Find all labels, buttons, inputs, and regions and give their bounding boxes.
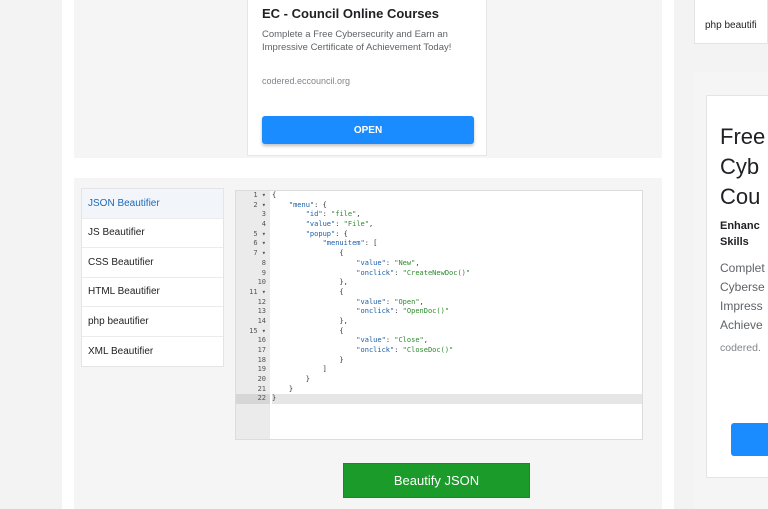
gutter-line-number: 13 <box>257 307 266 316</box>
gutter-line-number[interactable]: 7 ▾ <box>253 249 266 258</box>
right-ad-button[interactable] <box>731 423 768 456</box>
code-line[interactable]: }, <box>272 278 348 287</box>
right-php-beautifier-link[interactable]: php beautifi <box>705 20 757 31</box>
top-ad-url[interactable]: codered.eccouncil.org <box>262 76 351 86</box>
code-line[interactable]: "value": "Open", <box>356 297 424 306</box>
code-line[interactable]: "onclick": "OpenDoc()" <box>356 307 450 316</box>
sidebar-item-html-beautifier[interactable]: HTML Beautifier <box>82 278 223 307</box>
code-line[interactable]: "onclick": "CreateNewDoc()" <box>356 268 471 277</box>
right-ad-url[interactable]: codered. <box>720 342 761 354</box>
rc-desc-line: Achieve <box>720 318 763 332</box>
top-ad-title[interactable]: EC - Council Online Courses <box>262 6 439 21</box>
gutter-line-number[interactable]: 2 ▾ <box>253 200 266 209</box>
code-line[interactable]: "id": "file", <box>305 210 361 219</box>
sidebar-item-xml-beautifier[interactable]: XML Beautifier <box>88 345 154 357</box>
code-line[interactable]: { <box>272 191 277 199</box>
gutter-line-number[interactable]: 5 ▾ <box>253 229 266 238</box>
code-line[interactable]: { <box>272 249 344 258</box>
sidebar-item-json-beautifier[interactable]: JSON Beautifier <box>82 189 223 219</box>
gutter-line-number: 8 <box>261 258 266 267</box>
code-line[interactable]: "value": "New", <box>356 258 420 267</box>
gutter-line-number: 10 <box>257 278 266 287</box>
gutter-line-number: 19 <box>257 365 266 374</box>
gutter-line-number[interactable]: 1 ▾ <box>253 191 266 199</box>
gutter-line-number: 9 <box>261 268 266 277</box>
rc-desc-line: Complet <box>720 261 765 275</box>
code-line[interactable]: "value": "File", <box>305 220 374 229</box>
code-line[interactable]: } <box>272 375 310 384</box>
gutter-line-number: 16 <box>257 336 266 345</box>
gutter-line-number: 4 <box>261 220 266 229</box>
code-line[interactable]: "onclick": "CloseDoc()" <box>356 346 454 354</box>
gutter-line-number: 17 <box>257 346 266 354</box>
code-line[interactable]: "menuitem": [ <box>322 239 378 248</box>
gutter-line-number: 20 <box>257 375 266 384</box>
gutter-line-number: 21 <box>257 384 266 393</box>
sidebar-item-js-beautifier[interactable]: JS Beautifier <box>82 219 223 248</box>
rc-title-line: Cyb <box>720 154 760 179</box>
gutter-line-number: 18 <box>257 355 266 364</box>
rc-sub-line: Enhanc <box>720 220 760 232</box>
rc-desc-line: Impress <box>720 299 763 313</box>
rc-sub-line: Skills <box>720 236 749 248</box>
right-php-beautifier-link-box[interactable]: php beautifi <box>694 0 768 44</box>
rc-title-line: Cou <box>720 184 761 209</box>
gutter-line-number[interactable]: 6 ▾ <box>253 239 266 248</box>
code-line[interactable]: }, <box>272 316 348 325</box>
top-ad-card[interactable]: EC - Council Online Courses Complete a F… <box>247 0 487 156</box>
code-line[interactable]: { <box>272 326 344 335</box>
code-line[interactable]: } <box>272 394 642 405</box>
page-left-margin <box>0 0 62 509</box>
rc-title-line: Free <box>720 124 766 149</box>
top-ad-open-button[interactable]: OPEN <box>262 116 474 144</box>
code-line[interactable]: } <box>272 384 294 393</box>
gutter-line-number[interactable]: 11 ▾ <box>249 287 266 296</box>
rc-desc-line: Cyberse <box>720 280 765 294</box>
top-ad-description: Complete a Free Cybersecurity and Earn a… <box>262 29 452 53</box>
code-line[interactable]: { <box>272 287 344 296</box>
sidebar-item-php-beautifier[interactable]: php beautifier <box>82 307 223 337</box>
gutter-line-number: 22 <box>236 394 270 405</box>
beautify-json-button[interactable]: Beautify JSON <box>343 463 530 498</box>
gutter-line-number: 3 <box>261 210 266 219</box>
gutter-line-number: 14 <box>257 316 266 325</box>
code-line[interactable]: "menu": { <box>288 200 327 209</box>
gutter-line-number[interactable]: 15 ▾ <box>249 326 266 335</box>
code-line[interactable]: "popup": { <box>305 229 348 238</box>
code-line[interactable]: } <box>272 355 344 364</box>
sidebar-item-css-beautifier[interactable]: CSS Beautifier <box>82 248 223 278</box>
code-line[interactable]: ] <box>272 365 327 374</box>
gutter-line-number: 12 <box>257 297 266 306</box>
code-line[interactable]: "value": "Close", <box>356 336 428 345</box>
editor-code-area[interactable]: { "menu": { "id": "file", "value": "File… <box>272 191 642 405</box>
